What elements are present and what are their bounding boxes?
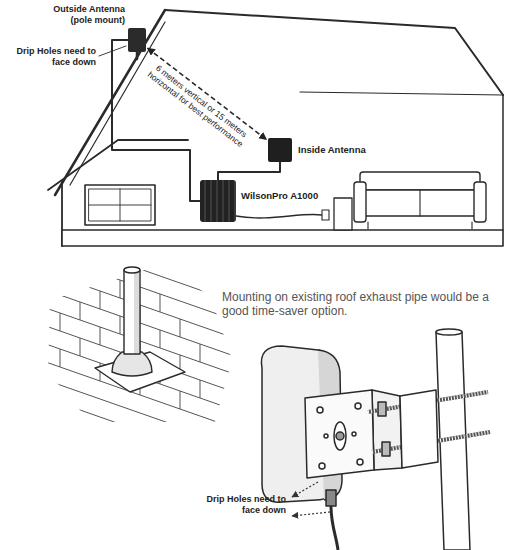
eave-line bbox=[300, 92, 503, 95]
mounting-plate bbox=[305, 390, 374, 478]
wall-outlet bbox=[322, 210, 329, 220]
plate-hole bbox=[357, 459, 363, 465]
plate-slot bbox=[334, 422, 346, 450]
coax-cable bbox=[218, 162, 280, 180]
inside-antenna: Inside Antenna bbox=[268, 138, 292, 162]
roof-shingles bbox=[40, 234, 240, 466]
floor-slab bbox=[62, 230, 503, 246]
bracket-flange bbox=[372, 390, 402, 470]
plate-hole bbox=[319, 463, 325, 469]
right-wall bbox=[502, 95, 504, 230]
side-cabinet bbox=[334, 198, 352, 230]
coax-cable bbox=[331, 506, 338, 550]
plate-hole bbox=[352, 432, 356, 436]
pipe-flashing bbox=[95, 352, 185, 392]
node-label: Inside Antenna bbox=[298, 144, 366, 155]
couch-arm bbox=[474, 182, 486, 222]
couch-arm bbox=[354, 182, 366, 222]
pole-clamp bbox=[400, 390, 438, 468]
antenna-pole bbox=[136, 52, 139, 59]
callout-text: Drip Holes need to face down bbox=[190, 494, 286, 516]
plate-bolt bbox=[336, 432, 344, 440]
edge-label: 6 meters vertical or 15 meters horizonta… bbox=[137, 56, 258, 156]
window-frame bbox=[85, 185, 155, 225]
node-label: WilsonPro A1000 bbox=[241, 190, 318, 201]
pole-top bbox=[436, 329, 462, 335]
power-cord bbox=[236, 214, 322, 218]
note-text: Mounting on existing roof exhaust pipe w… bbox=[222, 290, 504, 319]
gable-fascia bbox=[55, 10, 165, 195]
plate-hole bbox=[355, 403, 361, 409]
cable-connector bbox=[326, 490, 336, 506]
outside-antenna: Outside Antenna (pole mount) bbox=[128, 28, 146, 52]
drip-arrow bbox=[292, 482, 318, 497]
roof-ridge bbox=[165, 10, 503, 95]
window-sash bbox=[89, 189, 151, 221]
exhaust-pipe bbox=[124, 270, 140, 354]
window-panes bbox=[89, 189, 151, 221]
signal-booster: WilsonPro A1000 bbox=[200, 180, 236, 222]
node-label: Outside Antenna (pole mount) bbox=[45, 4, 125, 26]
plate-hole bbox=[317, 407, 323, 413]
nut bbox=[382, 442, 390, 456]
couch-back bbox=[360, 172, 480, 190]
pipe-boot bbox=[112, 352, 152, 376]
plate-hole bbox=[324, 434, 328, 438]
pipe-opening bbox=[124, 267, 140, 273]
wing-roof bbox=[48, 140, 188, 190]
pipe-shading bbox=[134, 271, 139, 353]
drip-arrow bbox=[292, 512, 330, 516]
callout-text: Drip Holes need to face down bbox=[4, 46, 96, 68]
couch-detail bbox=[368, 190, 472, 229]
nut bbox=[378, 402, 386, 416]
